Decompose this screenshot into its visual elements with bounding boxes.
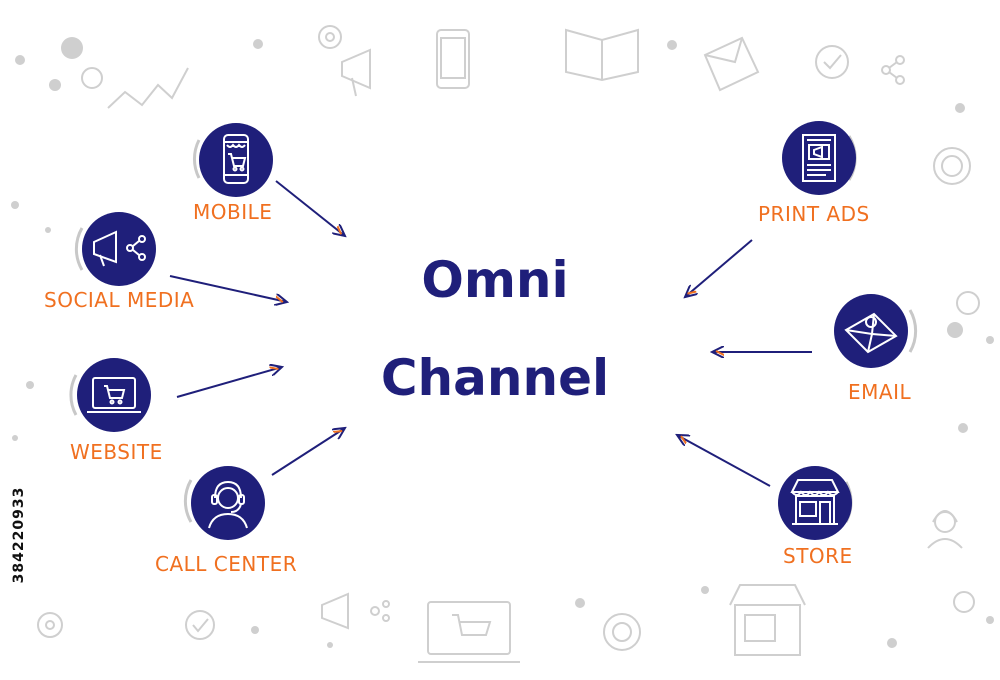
node-call-center <box>191 466 265 540</box>
label-mobile: MOBILE <box>193 200 273 224</box>
decor-dot <box>327 642 333 648</box>
mobile-shop-icon <box>436 29 470 89</box>
gear-icon <box>37 612 63 638</box>
label-email: EMAIL <box>848 380 912 404</box>
node-mobile <box>199 123 273 197</box>
node-print-ads <box>782 121 856 195</box>
label-store: STORE <box>783 544 853 568</box>
share-icon <box>881 55 905 85</box>
decor-dot <box>253 39 263 49</box>
label-print-ads: PRINT ADS <box>758 202 870 226</box>
storefront-icon <box>729 584 806 656</box>
decor-dot <box>45 227 51 233</box>
decor-ring <box>956 291 980 315</box>
node-social-media <box>82 212 156 286</box>
decor-dot <box>61 37 83 59</box>
node-email <box>834 294 908 368</box>
arrow-call-center <box>271 428 345 476</box>
decor-zigzag <box>107 67 189 109</box>
decor-dot <box>12 435 18 441</box>
headset-agent-icon <box>208 480 248 529</box>
decor-dot <box>955 103 965 113</box>
decor-ring <box>953 591 975 613</box>
decor-ring <box>933 147 971 185</box>
gear-check-icon <box>815 45 849 79</box>
decor-dot <box>575 598 585 608</box>
megaphone-share-icon <box>93 230 146 267</box>
node-website <box>77 358 151 432</box>
laptop-cart-icon <box>418 601 520 663</box>
decor-dot <box>49 79 61 91</box>
headset-agent-icon <box>927 510 963 549</box>
diagram-title-line-1: Omni <box>421 251 569 309</box>
megaphone-share-icon <box>321 592 390 630</box>
decor-dot <box>701 586 709 594</box>
envelope-icon <box>703 36 760 92</box>
label-call-center: CALL CENTER <box>155 552 298 576</box>
decor-dot <box>887 638 897 648</box>
newspaper-icon <box>802 134 836 182</box>
diagram-title-line-2: Channel <box>380 349 610 407</box>
arrow-social-media <box>169 275 287 302</box>
decor-dot <box>11 201 19 209</box>
arrow-mobile <box>275 180 345 236</box>
gear-icon <box>318 25 342 49</box>
laptop-cart-icon <box>87 377 141 413</box>
decor-dot <box>947 322 963 338</box>
stock-watermark: 384220933 <box>6 440 32 630</box>
mobile-shop-icon <box>223 134 249 184</box>
decor-dot <box>986 616 994 624</box>
node-store <box>778 466 852 540</box>
decor-ring <box>603 613 641 651</box>
decor-dot <box>667 40 677 50</box>
arrow-website <box>176 367 282 398</box>
decor-dot <box>986 336 994 344</box>
decor-dot <box>251 626 259 634</box>
book-icon <box>565 28 639 82</box>
decor-dot <box>15 55 25 65</box>
stock-id: 384220933 <box>11 486 27 584</box>
decor-ring <box>81 67 103 89</box>
decor-dot <box>26 381 34 389</box>
decor-dot <box>958 423 968 433</box>
gear-icon <box>185 610 215 640</box>
decor-ring <box>941 155 963 177</box>
label-social-media: SOCIAL MEDIA <box>44 288 195 312</box>
arrow-store <box>677 435 771 487</box>
megaphone-icon <box>341 48 371 97</box>
envelope-icon <box>844 312 898 354</box>
decor-ring <box>612 622 632 642</box>
label-website: WEBSITE <box>70 440 163 464</box>
storefront-icon <box>790 479 840 525</box>
arrow-print-ads <box>685 239 753 297</box>
